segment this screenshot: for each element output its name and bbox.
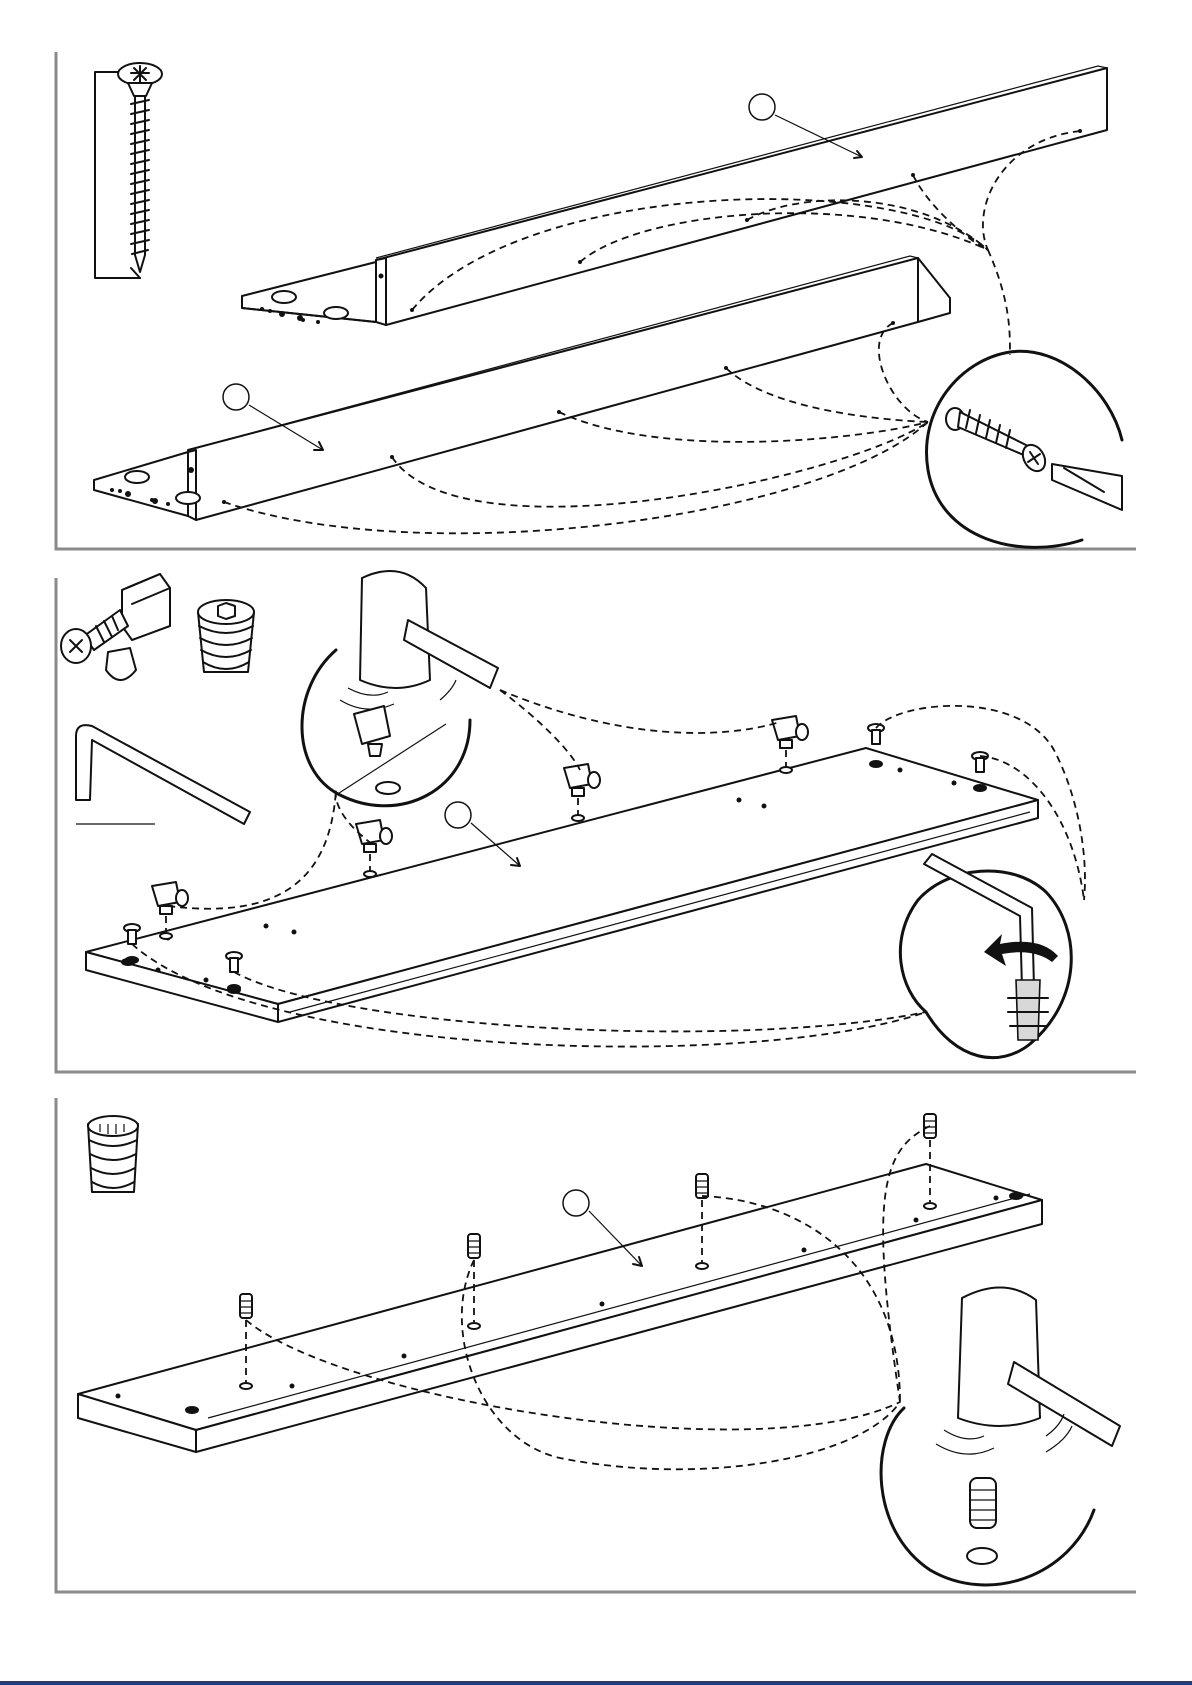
mallet-icon: [360, 571, 498, 688]
upper-rail-panel: [242, 66, 1107, 325]
dowel-icon: [88, 1116, 138, 1192]
step-2-panel: [56, 571, 1136, 1072]
page-bottom-strip: [0, 1681, 1192, 1685]
allen-key-detail: [900, 854, 1071, 1058]
cam-lock-bolt-icon: [61, 574, 170, 680]
step-3-panel: [56, 1098, 1136, 1592]
mallet-icon-step-3: [958, 1287, 1120, 1446]
screwdriver-detail: [927, 351, 1122, 547]
step-1-panel: [56, 52, 1136, 549]
mallet-dowel-detail: [881, 1287, 1120, 1584]
long-wood-screw-icon: [95, 63, 162, 278]
threaded-insert-icon: [198, 600, 254, 672]
shelf-panel-step-2: [86, 748, 1038, 1022]
phillips-screw-icon: [946, 408, 1050, 475]
phillips-screwdriver-icon: [1052, 464, 1122, 510]
lower-rail-panel: [94, 256, 950, 520]
allen-key-icon: [76, 725, 250, 824]
shelf-panel-step-3: [78, 1164, 1042, 1452]
mallet-cam-detail: [302, 571, 498, 806]
